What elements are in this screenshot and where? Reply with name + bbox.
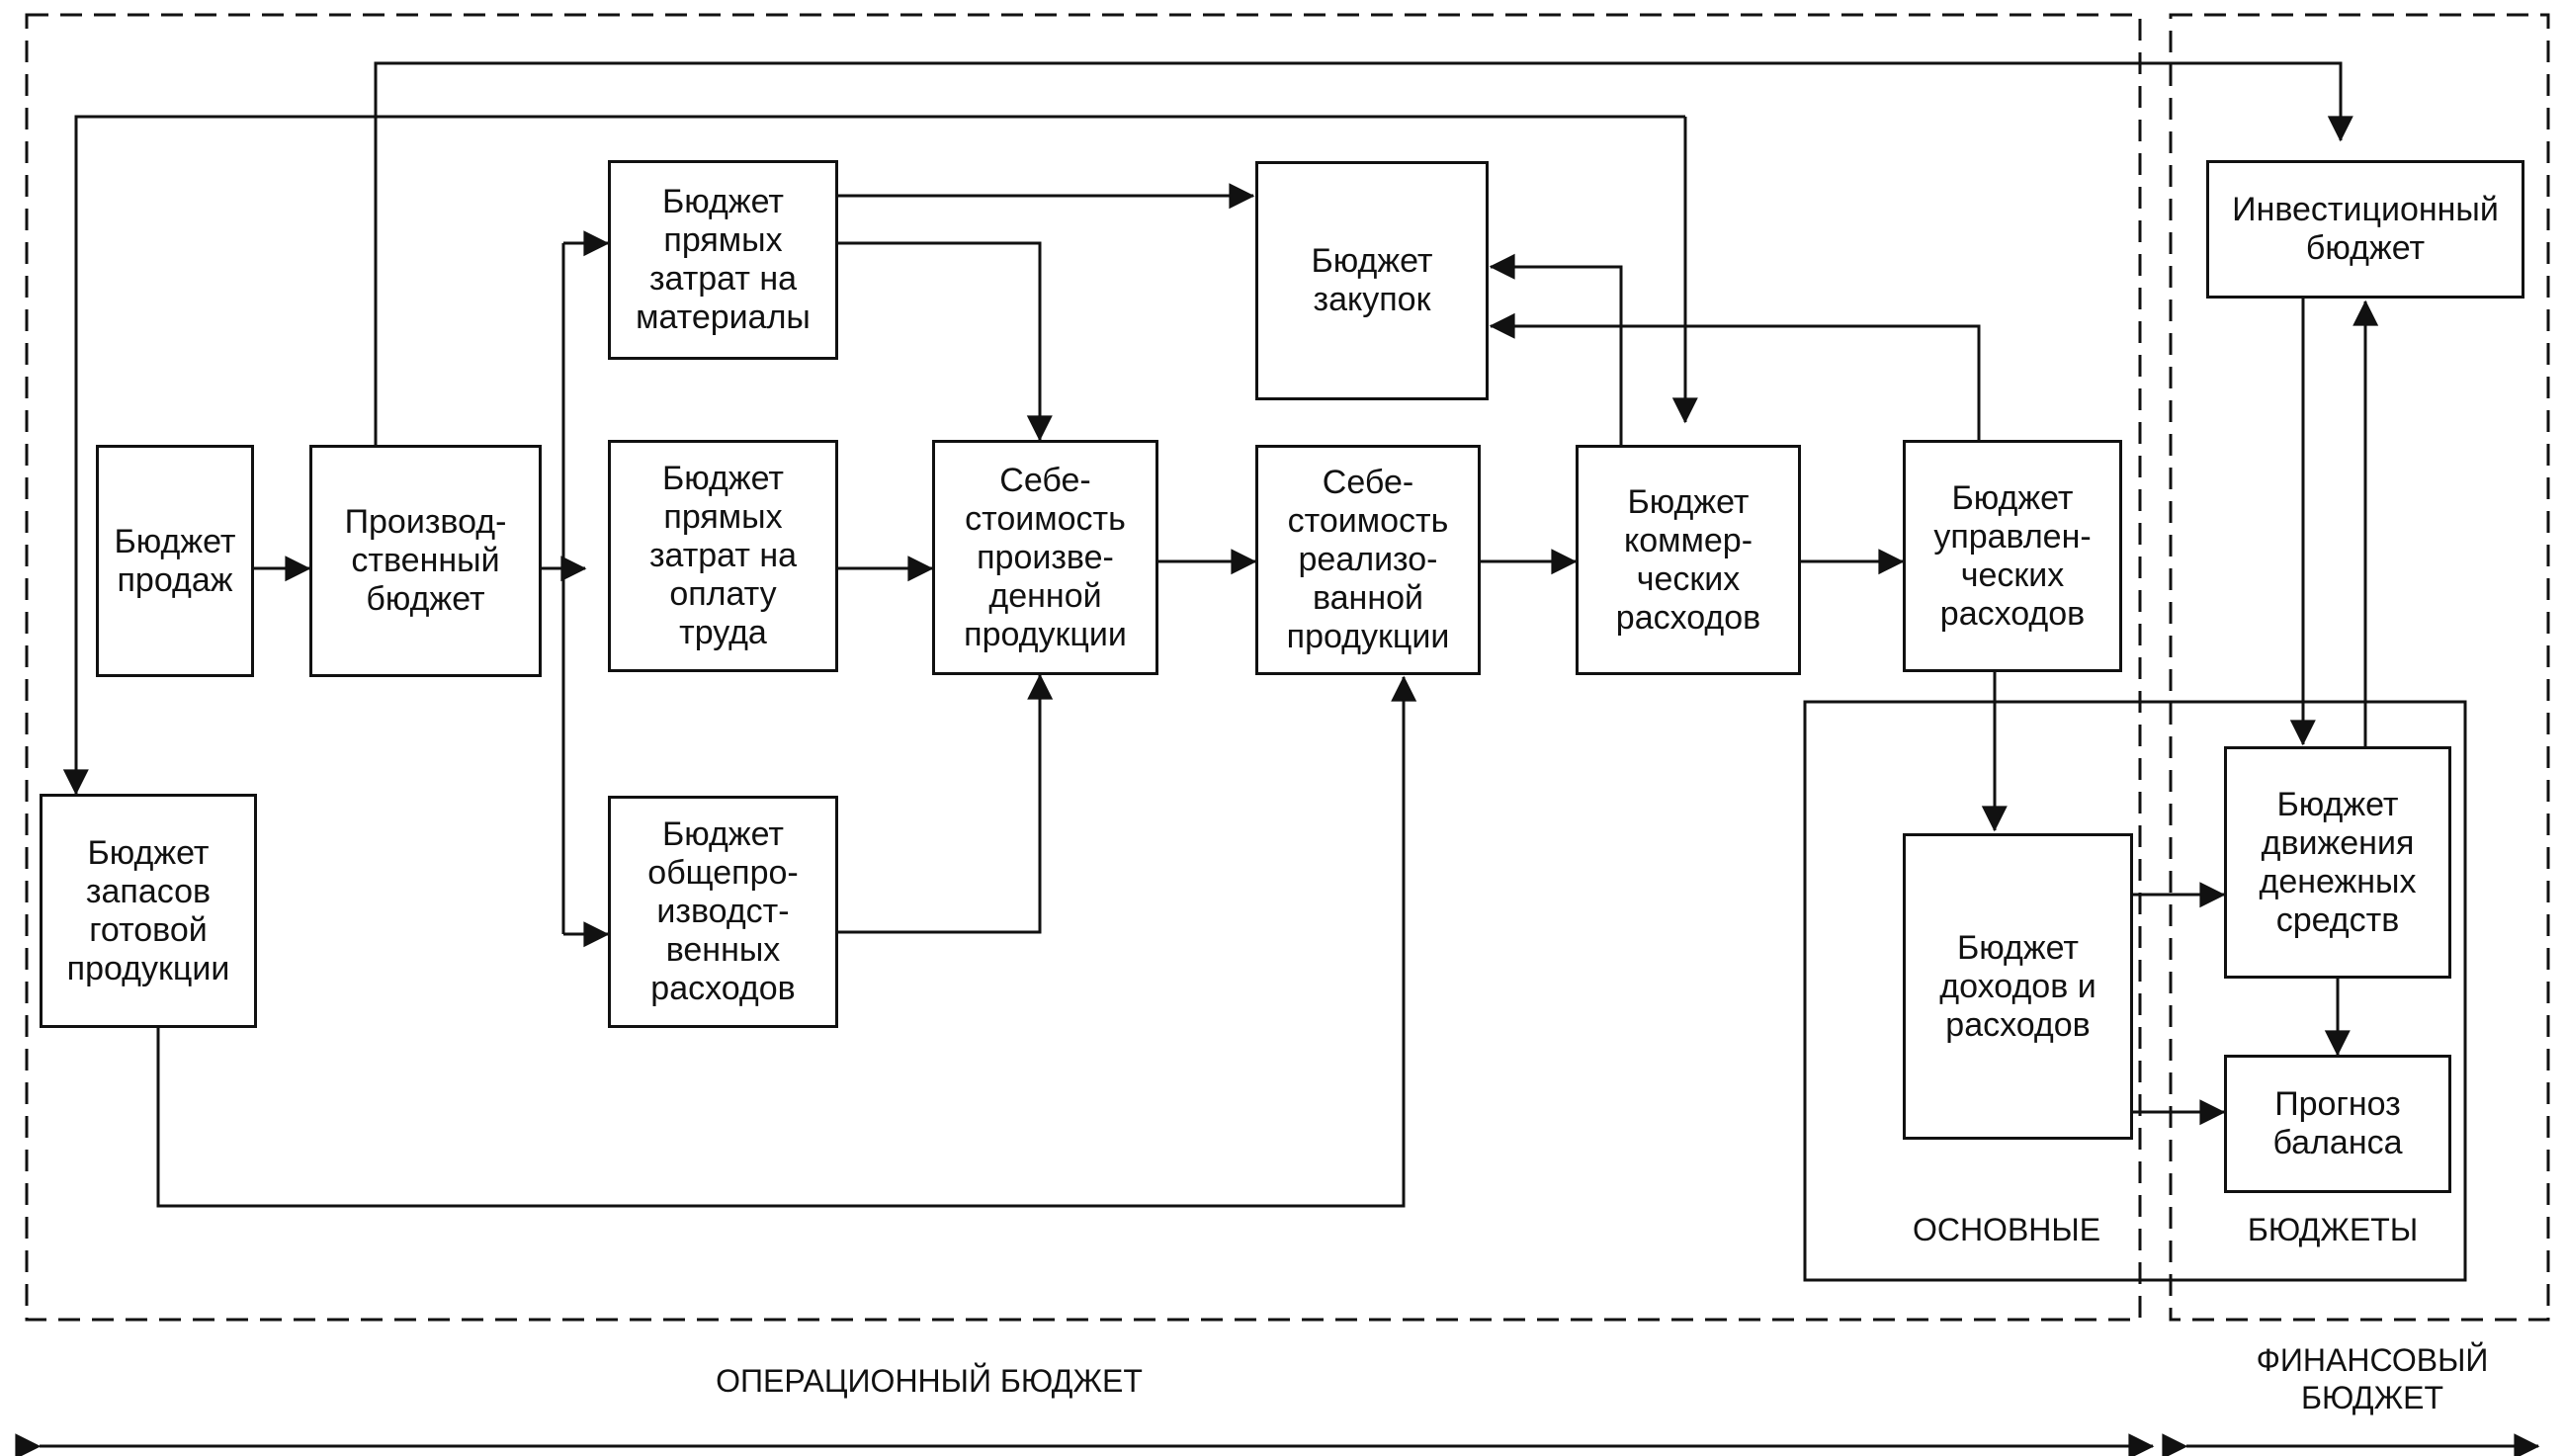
cost-produced-box: Себе- стоимость произве- денной продукци… xyxy=(932,440,1158,675)
cost-sold-label: Себе- стоимость реализо- ванной продукци… xyxy=(1286,464,1450,655)
commercial-budget-box: Бюджет коммер- ческих расходов xyxy=(1576,445,1801,675)
arrow-inventory-costsold xyxy=(156,675,1417,1208)
investment-budget-box: Инвестиционный бюджет xyxy=(2206,160,2524,299)
income-expense-budget-box: Бюджет доходов и расходов xyxy=(1903,833,2133,1140)
arrow-commercial-purchases xyxy=(1489,253,1623,445)
sales-budget-box: Бюджет продаж xyxy=(96,445,254,677)
production-budget-label: Производ- ственный бюджет xyxy=(344,503,507,618)
cost-sold-box: Себе- стоимость реализо- ванной продукци… xyxy=(1255,445,1481,675)
cash-flow-budget-box: Бюджет движения денежных средств xyxy=(2224,746,2451,979)
overhead-budget-box: Бюджет общепро- изводст- венных расходов xyxy=(608,796,838,1028)
purchases-budget-box: Бюджет закупок xyxy=(1255,161,1489,400)
arrow-materials-costproduced xyxy=(838,241,1053,442)
materials-budget-box: Бюджет прямых затрат на материалы xyxy=(608,160,838,360)
main-label: ОСНОВНЫЕ xyxy=(1912,1212,2101,1247)
cost-produced-label: Себе- стоимость произве- денной продукци… xyxy=(964,461,1127,653)
arrow-loop-inventory xyxy=(62,115,1685,796)
connectors xyxy=(15,61,2540,1456)
operational-budget-label: ОПЕРАЦИОННЫЙ БЮДЖЕТ xyxy=(716,1363,1143,1399)
balance-forecast-label: Прогноз баланса xyxy=(2272,1085,2403,1161)
labor-budget-label: Бюджет прямых затрат на оплату труда xyxy=(648,460,798,651)
sales-budget-label: Бюджет продаж xyxy=(114,522,236,599)
investment-budget-label: Инвестиционный бюджет xyxy=(2232,191,2499,267)
overhead-budget-label: Бюджет общепро- изводст- венных расходов xyxy=(647,815,799,1007)
main-budgets-region xyxy=(1803,700,2467,1282)
inventory-budget-box: Бюджет запасов готовой продукции xyxy=(40,794,257,1028)
operational-budget-region xyxy=(25,13,2142,1322)
admin-budget-label: Бюджет управлен- ческих расходов xyxy=(1933,478,2092,633)
production-budget-box: Производ- ственный бюджет xyxy=(309,445,542,677)
cash-flow-budget-label: Бюджет движения денежных средств xyxy=(2259,785,2417,939)
arrow-overhead-costproduced xyxy=(838,673,1054,934)
income-expense-budget-label: Бюджет доходов и расходов xyxy=(1939,928,2096,1044)
inventory-budget-label: Бюджет запасов готовой продукции xyxy=(66,833,230,987)
financial-budget-label: ФИНАНСОВЫЙ БЮДЖЕТ xyxy=(2256,1342,2489,1415)
budgets-label: БЮДЖЕТЫ xyxy=(2247,1212,2419,1247)
materials-budget-label: Бюджет прямых затрат на материалы xyxy=(636,183,811,336)
commercial-budget-label: Бюджет коммер- ческих расходов xyxy=(1615,482,1761,637)
labor-budget-box: Бюджет прямых затрат на оплату труда xyxy=(608,440,838,672)
arrow-production-investment xyxy=(374,61,2353,445)
purchases-budget-label: Бюджет закупок xyxy=(1311,242,1433,318)
arrow-admin-purchases xyxy=(1489,312,1981,440)
balance-forecast-box: Прогноз баланса xyxy=(2224,1055,2451,1193)
admin-budget-box: Бюджет управлен- ческих расходов xyxy=(1903,440,2122,672)
financial-budget-region xyxy=(2169,13,2550,1322)
